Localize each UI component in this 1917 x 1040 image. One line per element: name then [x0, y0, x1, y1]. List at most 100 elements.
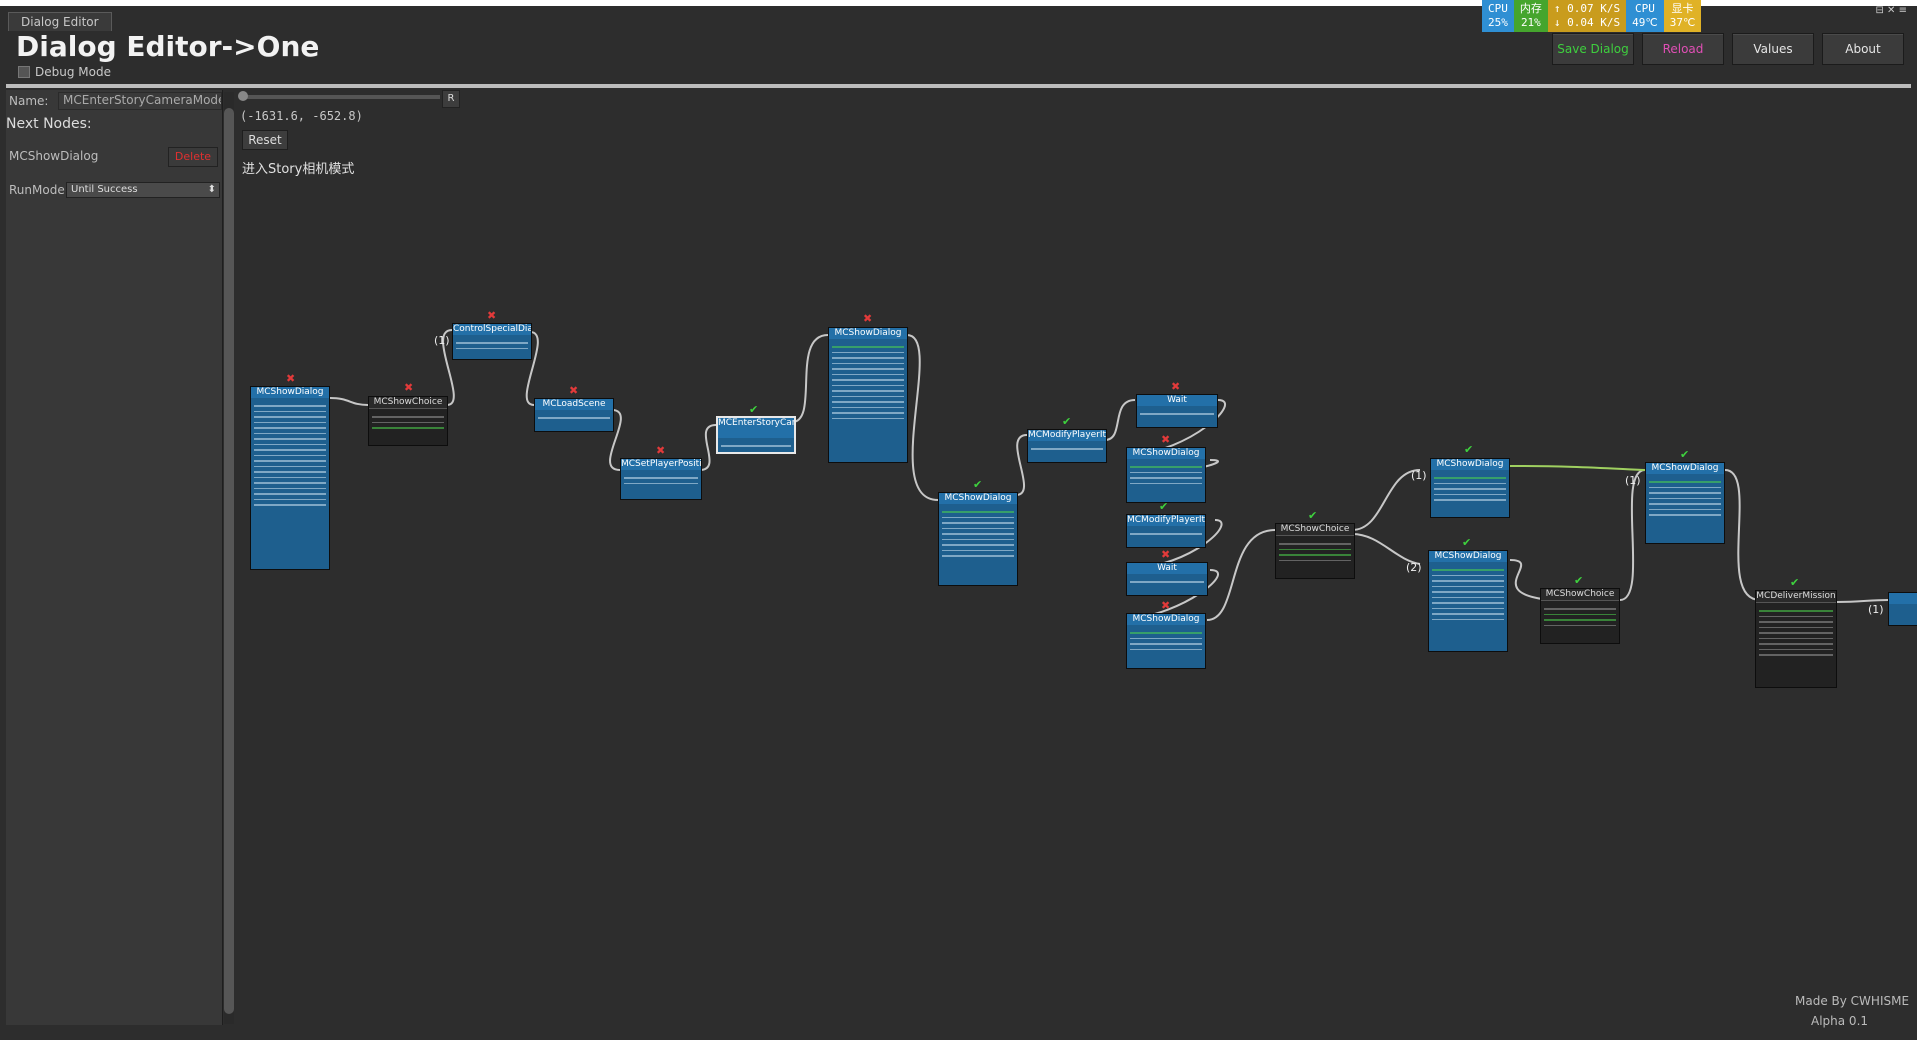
status-success-icon: ✔ [1574, 574, 1584, 587]
status-success-icon: ✔ [1308, 509, 1318, 522]
node-show-choice-3[interactable]: MCShowChoice [1540, 588, 1620, 644]
node-description: 进入Story相机模式 [242, 162, 355, 177]
node-title: MCShowDialog [1127, 614, 1205, 625]
node-body [1646, 474, 1724, 523]
node-title: MCShowChoice [1276, 524, 1354, 536]
node-wait-1[interactable]: Wait [1136, 394, 1218, 428]
zoom-slider-track[interactable] [240, 95, 440, 99]
node-body [1127, 526, 1205, 542]
version-label: Alpha 0.1 [1811, 1014, 1869, 1028]
name-field[interactable]: MCEnterStoryCameraMode [58, 92, 222, 110]
node-body [1127, 625, 1205, 657]
node-wait-2[interactable]: Wait [1126, 562, 1208, 596]
node-title: MCShowDialog [1429, 551, 1507, 562]
pin-label: (1) [434, 334, 450, 347]
node-modify-player-item-1[interactable]: MCModifyPlayerIte [1027, 429, 1107, 463]
r-button[interactable]: R [442, 90, 460, 108]
node-deliver-mission[interactable]: MCDeliverMission [1755, 590, 1837, 688]
reload-button[interactable]: Reload [1642, 33, 1724, 65]
debug-mode-checkbox[interactable] [18, 66, 30, 78]
status-fail-icon: ✖ [1171, 380, 1181, 393]
next-node-item: MCShowDialog [9, 149, 99, 163]
pin-label: (1) [1868, 603, 1884, 616]
pin-label: (1) [1625, 474, 1641, 487]
status-fail-icon: ✖ [1161, 433, 1171, 446]
node-title: MCShowChoice [369, 397, 447, 409]
node-title [1889, 593, 1917, 604]
node-body [1028, 441, 1106, 457]
node-body [1276, 536, 1354, 568]
node-show-dialog-3[interactable]: MCShowDialog [938, 492, 1018, 586]
sysmon-network: ↑ 0.07 K/S↓ 0.04 K/S [1547, 0, 1627, 32]
node-title: MCModifyPlayerIte [1127, 515, 1205, 526]
status-fail-icon: ✖ [1161, 599, 1171, 612]
node-show-dialog-8[interactable]: MCShowDialog [1645, 462, 1725, 544]
delete-button[interactable]: Delete [168, 147, 218, 167]
node-title: ControlSpecialDialo [453, 324, 531, 335]
node-title: MCShowDialog [1431, 459, 1509, 470]
status-fail-icon: ✖ [487, 309, 497, 322]
node-enter-story-camera-mode[interactable]: MCEnterStoryCameraMode [716, 416, 796, 454]
header-separator [6, 84, 1911, 88]
node-show-dialog-1[interactable]: MCShowDialog [250, 386, 330, 570]
node-body [1541, 601, 1619, 633]
made-by-label: Made By CWHISME [1795, 994, 1910, 1008]
next-nodes-label: Next Nodes: [6, 116, 92, 132]
node-title: MCShowDialog [939, 493, 1017, 504]
node-title: MCShowDialog [829, 328, 907, 339]
window-controls[interactable]: ⊟ ✕ ≡ [1875, 5, 1908, 16]
status-success-icon: ✔ [1462, 536, 1472, 549]
status-fail-icon: ✖ [863, 312, 873, 325]
vertical-scrollbar-thumb[interactable] [224, 108, 234, 1014]
select-arrow-icon: ⬍ [207, 184, 216, 195]
zoom-slider-handle[interactable] [238, 91, 248, 101]
status-fail-icon: ✖ [404, 381, 414, 394]
node-body [1137, 406, 1217, 422]
name-label: Name: [9, 94, 49, 108]
node-show-dialog-6[interactable]: MCShowDialog [1430, 458, 1510, 518]
node-title: MCSetPlayerPositio [621, 459, 701, 470]
reset-button[interactable]: Reset [242, 130, 288, 150]
runmode-label: RunMode [9, 183, 65, 197]
status-fail-icon: ✖ [656, 444, 666, 457]
node-set-player-position[interactable]: MCSetPlayerPositio [620, 458, 702, 500]
node-body [1429, 562, 1507, 627]
node-body [1431, 470, 1509, 508]
node-body [1756, 603, 1836, 663]
node-title: MCShowDialog [1646, 463, 1724, 474]
node-body [251, 398, 329, 513]
node-show-choice-1[interactable]: MCShowChoice [368, 396, 448, 446]
pin-label: (2) [1406, 561, 1422, 574]
node-body [621, 470, 701, 491]
node-canvas[interactable] [236, 90, 1917, 1040]
node-modify-player-item-2[interactable]: MCModifyPlayerIte [1126, 514, 1206, 548]
node-title: Wait [1137, 395, 1217, 406]
about-button[interactable]: About [1822, 33, 1904, 65]
window-tab[interactable]: Dialog Editor [8, 12, 112, 31]
node-show-dialog-5[interactable]: MCShowDialog [1126, 613, 1206, 669]
node-body [369, 409, 447, 436]
debug-mode-toggle[interactable]: Debug Mode [18, 65, 111, 79]
node-control-special-dialog[interactable]: ControlSpecialDialo [452, 323, 532, 360]
node-show-choice-2[interactable]: MCShowChoice [1275, 523, 1355, 579]
node-load-scene[interactable]: MCLoadScene [534, 398, 614, 432]
node-title: MCShowDialog [1127, 448, 1205, 459]
pin-label: (1) [1411, 469, 1427, 482]
runmode-select[interactable]: Until Success⬍ [66, 182, 220, 198]
node-body [829, 339, 907, 426]
status-success-icon: ✔ [1062, 415, 1072, 428]
save-dialog-button[interactable]: Save Dialog [1552, 33, 1634, 65]
node-show-dialog-4[interactable]: MCShowDialog [1126, 447, 1206, 503]
status-fail-icon: ✖ [569, 384, 579, 397]
status-fail-icon: ✖ [1161, 548, 1171, 561]
node-offscreen[interactable] [1888, 592, 1917, 626]
node-show-dialog-2[interactable]: MCShowDialog [828, 327, 908, 463]
status-fail-icon: ✖ [286, 372, 296, 385]
node-body [1127, 459, 1205, 491]
node-show-dialog-7[interactable]: MCShowDialog [1428, 550, 1508, 652]
values-button[interactable]: Values [1732, 33, 1814, 65]
page-title: Dialog Editor->One [16, 30, 320, 63]
